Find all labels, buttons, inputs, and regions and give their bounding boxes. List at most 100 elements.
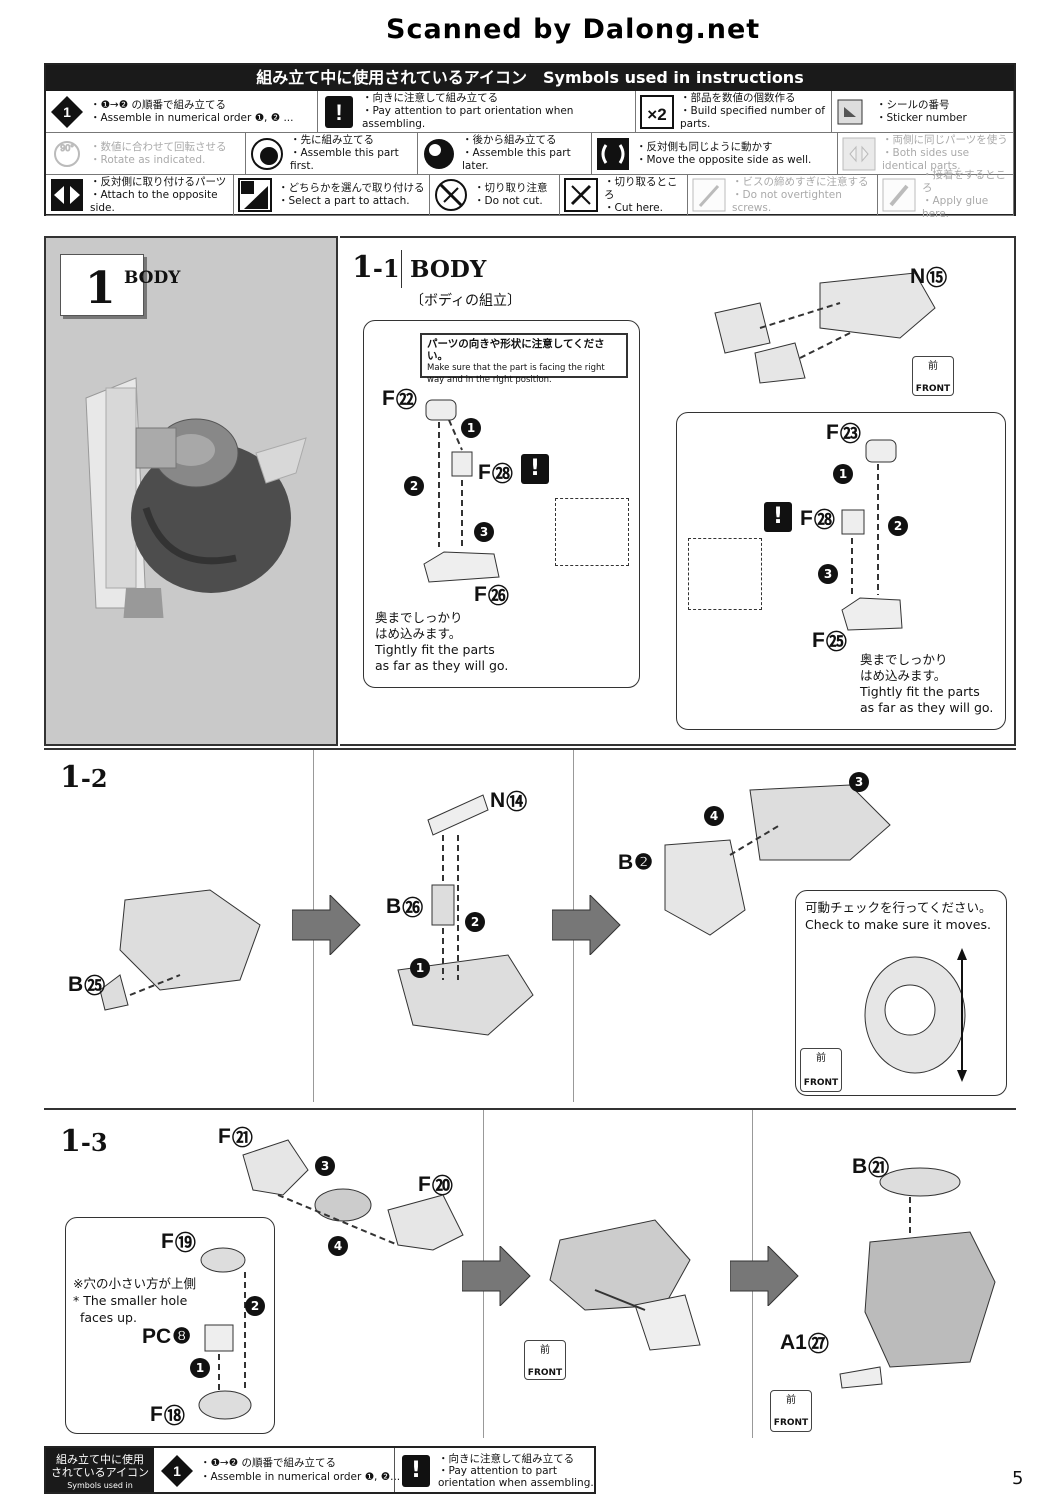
symbol-legend-item: 1・❶→❷ の順番で組み立てる・Assemble in numerical or… — [46, 91, 318, 133]
step-1-3-panel — [44, 1108, 1016, 1440]
symbol-legend-text: ・切り取り注意・Do not cut. — [474, 182, 548, 208]
body-top-assembly-art — [714, 272, 936, 384]
body-part-f20-f21-art — [242, 1139, 464, 1251]
both-sides-icon — [842, 137, 876, 171]
step-1-1-number: 1-1 — [352, 250, 400, 285]
symbol-legend-jp: ・部品を数値の個数作る — [680, 92, 796, 104]
symbol-legend-item: ・どちらかを選んで取り付ける・Select a part to attach. — [234, 175, 430, 216]
symbol-legend-en: ・Move the opposite side as well. — [636, 153, 812, 166]
step-marker-2: 2 — [404, 476, 424, 496]
process-arrow-4 — [730, 1246, 799, 1306]
cut-here-icon — [564, 178, 598, 212]
symbol-legend-text: ・部品を数値の個数作る・Build specified number of pa… — [680, 92, 827, 131]
section-photo-panel: 1 BODY — [44, 236, 338, 746]
multiply-two-icon: ×2 — [640, 94, 674, 129]
step-1-1-jp-title: 〔ボディの組立〕 — [410, 293, 522, 309]
symbol-legend-en: ・Both sides use identical parts. — [882, 147, 970, 172]
numbered-order-icon: 1 — [161, 1455, 193, 1487]
symbol-legend-jp: ・切り取り注意 — [474, 182, 548, 194]
symbol-legend-item: !・向きに注意して組み立てる・Pay attention to part ori… — [318, 91, 636, 133]
symbol-legend-en: ・Assemble this part later. — [462, 147, 571, 172]
symbol-legend-text: ・接着をするところ・Apply glue here. — [922, 169, 1009, 221]
symbol-legend-en: ・Assemble in numerical order ❶, ❷ ... — [90, 111, 294, 124]
symbol-legend-en: ・Build specified number of parts. — [680, 105, 825, 130]
symbol-legend-jp: ・向きに注意して組み立てる — [362, 92, 499, 104]
step-1-3-number: 1-3 — [60, 1124, 108, 1159]
exclamation-icon: ! — [402, 1455, 430, 1487]
footer-orientation-text: ・向きに注意して組み立てる・Pay attention to part orie… — [438, 1453, 594, 1489]
step-1-2-marker-3: 3 — [849, 772, 869, 792]
screw-icon — [692, 178, 726, 212]
footer-order-text: ・❶→❷ の順番で組み立てる・Assemble in numerical ord… — [200, 1457, 401, 1483]
process-arrow-1 — [292, 895, 361, 955]
section-number-box: 1 — [60, 254, 144, 316]
glue-icon — [882, 178, 916, 212]
symbol-legend-en: ・Do not cut. — [474, 195, 543, 207]
svg-text:1: 1 — [173, 1463, 181, 1479]
assemble-first-icon — [250, 137, 284, 171]
symbol-legend-item: ・シールの番号・Sticker number — [832, 91, 1014, 133]
step-1-2-panel — [44, 748, 1016, 1104]
symbols-legend-title: 組み立て中に使用されているアイコン Symbols used in instru… — [46, 65, 1014, 91]
step-marker-1-right: 1 — [833, 464, 853, 484]
left-subassembly-art — [423, 399, 500, 583]
symbol-legend-text: ・シールの番号・Sticker number — [876, 99, 967, 125]
symbol-legend-item: ×2・部品を数値の個数作る・Build specified number of … — [636, 91, 832, 133]
step-1-1-title: BODY — [410, 256, 487, 283]
symbol-legend-text: ・向きに注意して組み立てる・Pay attention to part orie… — [362, 92, 631, 131]
sticker-icon — [836, 95, 870, 129]
symbol-legend-item: ・接着をするところ・Apply glue here. — [878, 169, 1014, 220]
step-1-2-number: 1-2 — [60, 760, 108, 795]
body-final-art — [839, 1167, 996, 1389]
symbol-legend-en: ・Attach to the opposite side. — [90, 188, 218, 214]
symbol-legend-item: ・先に組み立てる・Assemble this part first. — [246, 133, 418, 175]
process-arrow-3 — [462, 1246, 531, 1306]
symbols-legend: 組み立て中に使用されているアイコン Symbols used in instru… — [44, 63, 1016, 220]
symbol-legend-jp: ・反対側も同じように動かす — [636, 140, 773, 153]
symbol-legend-en: ・Cut here. — [604, 201, 663, 214]
step-marker-3-right: 3 — [818, 564, 838, 584]
body-photo — [85, 377, 307, 618]
pc-step-marker-2: 2 — [245, 1296, 265, 1316]
symbol-legend-text: ・後から組み立てる・Assemble this part later. — [462, 134, 587, 173]
symbol-legend-item: ・反対側に取り付けるパーツ・Attach to the opposite sid… — [46, 175, 234, 216]
symbol-legend-item: ・ビスの締めすぎに注意する・Do not overtighten screws. — [688, 175, 878, 216]
symbol-legend-jp: ・❶→❷ の順番で組み立てる — [90, 98, 226, 111]
symbol-legend-jp: ・後から組み立てる — [462, 134, 557, 146]
step-1-2-marker-1: 1 — [410, 958, 430, 978]
orientation-warning-icon: ! — [521, 454, 549, 484]
symbol-legend-jp: ・切り取るところ — [604, 175, 678, 201]
symbol-legend-item: ・両側に同じパーツを使う・Both sides use identical pa… — [838, 133, 1014, 175]
symbol-legend-text: ・どちらかを選んで取り付ける・Select a part to attach. — [278, 182, 424, 208]
step-marker-2-right: 2 — [888, 516, 908, 536]
rotate-90-icon: 90° — [50, 137, 84, 171]
step-divider — [401, 250, 402, 288]
right-subassembly-art — [841, 439, 903, 631]
symbol-legend-text: ・両側に同じパーツを使う・Both sides use identical pa… — [882, 134, 1009, 173]
page-number: 5 — [1012, 1468, 1024, 1489]
body-part-n14-b26-art — [397, 794, 534, 1036]
step-marker-3: 3 — [474, 522, 494, 542]
symbol-legend-text: ・数値に合わせて回転させる・Rotate as indicated. — [90, 141, 227, 167]
symbol-legend-jp: ・先に組み立てる — [290, 134, 374, 146]
exclamation-icon: ! — [322, 95, 356, 129]
symbol-legend-text: ・切り取るところ・Cut here. — [604, 176, 683, 215]
